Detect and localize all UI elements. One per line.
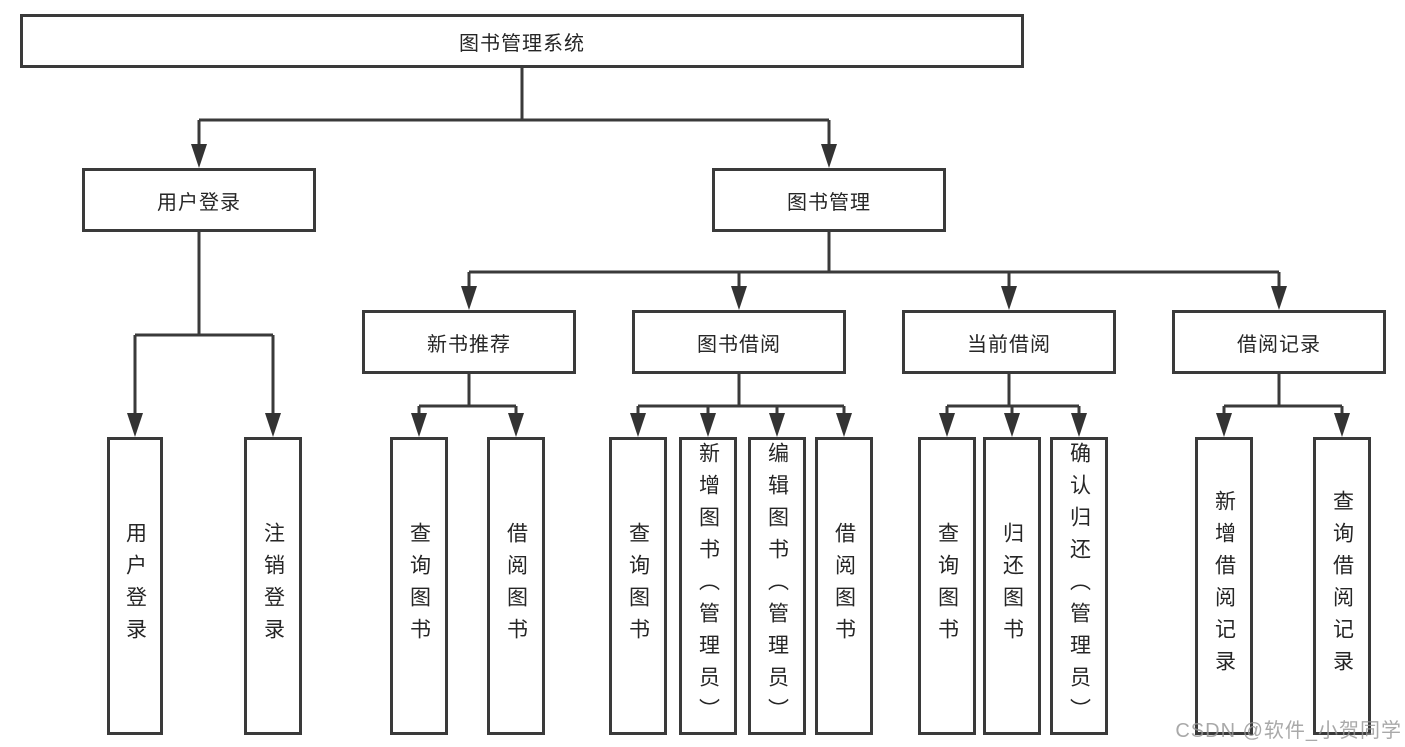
leaf-borrow-add-books-admin: 新增图书（管理员） xyxy=(679,437,737,735)
node-new-book-recommend: 新书推荐 xyxy=(362,310,576,374)
arrowheads xyxy=(127,144,1350,437)
node-label: 确认归还（管理员） xyxy=(1067,442,1091,730)
edge-current-borrow-branch xyxy=(945,374,1081,415)
edge-book-mgmt-to-level3 xyxy=(467,232,1281,288)
node-label: 借阅图书 xyxy=(504,522,528,650)
node-label: 图书管理系统 xyxy=(459,32,585,55)
node-book-management: 图书管理 xyxy=(712,168,946,232)
leaf-user-login: 用户登录 xyxy=(107,437,163,735)
node-label: 新增借阅记录 xyxy=(1212,490,1236,682)
node-label: 查询借阅记录 xyxy=(1330,490,1354,682)
node-label: 编辑图书（管理员） xyxy=(765,442,789,730)
node-label: 借阅记录 xyxy=(1237,333,1321,356)
node-label: 注销登录 xyxy=(261,522,285,650)
node-label: 新增图书（管理员） xyxy=(696,442,720,730)
edge-new-book-branch xyxy=(417,374,518,415)
edge-book-borrow-branch xyxy=(636,374,846,415)
node-label: 图书借阅 xyxy=(697,333,781,356)
edge-borrow-records-branch xyxy=(1222,374,1344,415)
node-label: 查询图书 xyxy=(935,522,959,650)
node-borrow-records: 借阅记录 xyxy=(1172,310,1386,374)
leaf-borrow-borrow-books: 借阅图书 xyxy=(815,437,873,735)
edge-user-login-branch xyxy=(133,232,275,415)
node-label: 用户登录 xyxy=(123,522,147,650)
node-user-login: 用户登录 xyxy=(82,168,316,232)
leaf-records-query-record: 查询借阅记录 xyxy=(1313,437,1371,735)
node-label: 新书推荐 xyxy=(427,333,511,356)
leaf-current-query-books: 查询图书 xyxy=(918,437,976,735)
node-label: 图书管理 xyxy=(787,191,871,214)
csdn-watermark: CSDN @软件_小贺同学 xyxy=(1175,720,1402,742)
node-label: 查询图书 xyxy=(626,522,650,650)
node-root-system: 图书管理系统 xyxy=(20,14,1024,68)
node-book-borrow: 图书借阅 xyxy=(632,310,846,374)
node-label: 归还图书 xyxy=(1000,522,1024,650)
edge-root-to-level2 xyxy=(197,68,831,146)
leaf-recommend-query-books: 查询图书 xyxy=(390,437,448,735)
leaf-logout: 注销登录 xyxy=(244,437,302,735)
leaf-borrow-query-books: 查询图书 xyxy=(609,437,667,735)
node-current-borrow: 当前借阅 xyxy=(902,310,1116,374)
leaf-current-confirm-return-admin: 确认归还（管理员） xyxy=(1050,437,1108,735)
leaf-borrow-edit-books-admin: 编辑图书（管理员） xyxy=(748,437,806,735)
node-label: 查询图书 xyxy=(407,522,431,650)
leaf-recommend-borrow-books: 借阅图书 xyxy=(487,437,545,735)
node-label: 借阅图书 xyxy=(832,522,856,650)
node-label: 用户登录 xyxy=(157,191,241,214)
leaf-records-add-record: 新增借阅记录 xyxy=(1195,437,1253,735)
leaf-current-return-books: 归还图书 xyxy=(983,437,1041,735)
node-label: 当前借阅 xyxy=(967,333,1051,356)
